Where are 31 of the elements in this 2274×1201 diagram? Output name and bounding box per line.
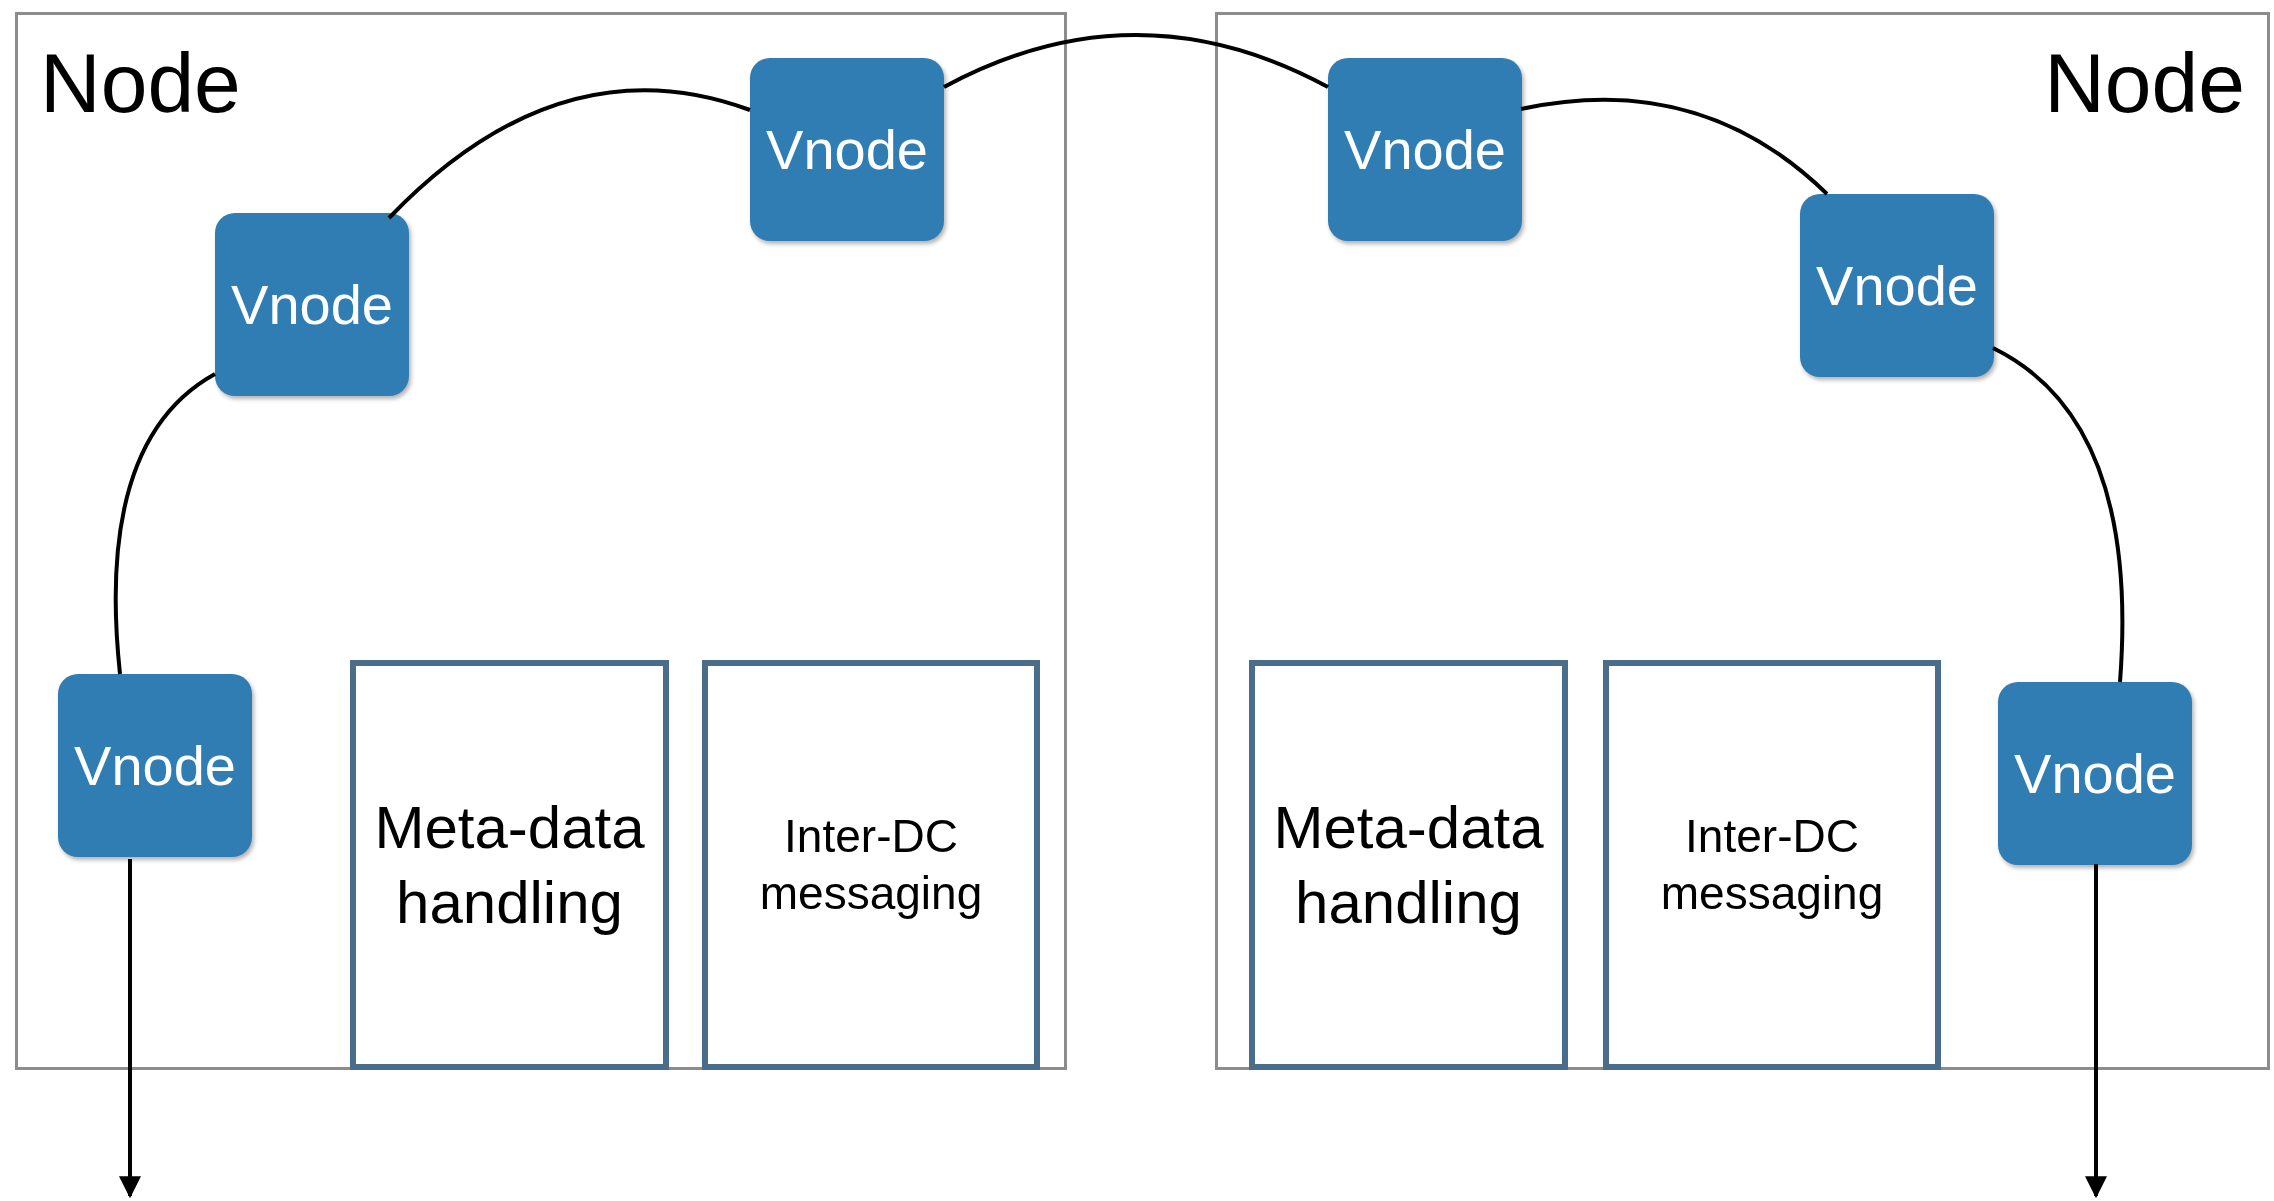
vnode-label: Vnode [766, 117, 928, 182]
arrow [2085, 864, 2107, 1199]
connector-line [113, 372, 217, 675]
connector-line [943, 33, 1329, 89]
module-box [350, 660, 669, 1070]
arrow [119, 859, 141, 1199]
module-label: Inter-DC messaging [1659, 808, 1885, 921]
vnode-label: Vnode [231, 272, 393, 337]
node-container [15, 12, 1067, 1070]
connector-line [1520, 97, 1829, 196]
module-label: Inter-DC messaging [758, 808, 984, 921]
module-label: Meta-data handling [1272, 793, 1545, 938]
node-container [1215, 12, 2270, 1070]
vnode-box [215, 213, 409, 396]
vnode-box [750, 58, 944, 241]
vnode-label: Vnode [1816, 253, 1978, 318]
connector-line [1992, 346, 2125, 683]
vnode-label: Vnode [1344, 117, 1506, 182]
node-title: Node [2044, 41, 2245, 125]
vnode-box [1800, 194, 1994, 377]
vnode-box [1998, 682, 2192, 865]
vnode-box [1328, 58, 1522, 241]
module-box [1249, 660, 1568, 1070]
module-label: Meta-data handling [373, 793, 646, 938]
module-box [702, 660, 1040, 1070]
vnode-label: Vnode [74, 733, 236, 798]
connector-line [387, 88, 751, 220]
module-box [1603, 660, 1941, 1070]
vnode-box [58, 674, 252, 857]
node-title: Node [40, 41, 241, 125]
vnode-label: Vnode [2014, 741, 2176, 806]
